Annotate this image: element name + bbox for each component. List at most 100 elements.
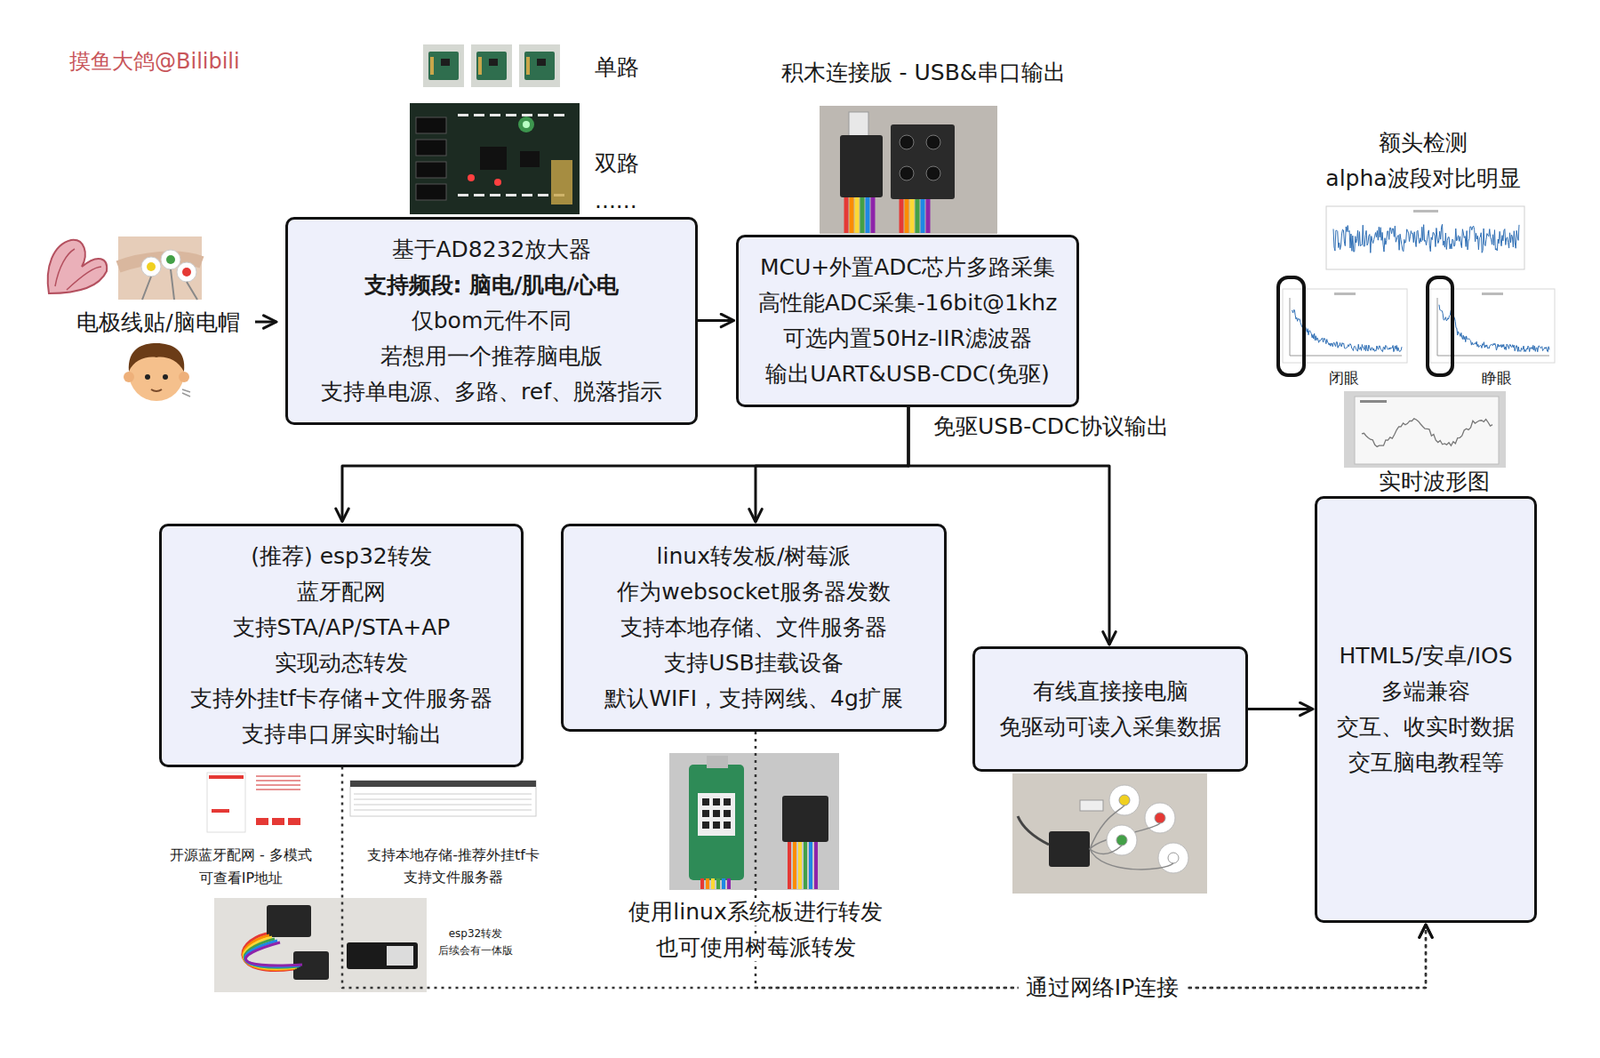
box-text: 有线直接接电脑: [1032, 673, 1189, 710]
ribbon-wire: [803, 841, 808, 889]
eeg-waveform: [1333, 224, 1520, 253]
box-text: 蓝牙配网: [296, 574, 386, 610]
box-text: 支持单电源、多路、ref、脱落指示: [320, 374, 663, 410]
box-text: 多端兼容: [1381, 673, 1471, 710]
screen-title-mark: [1360, 400, 1387, 403]
process-box: 有线直接接电脑免驱动可读入采集数据: [972, 646, 1248, 772]
qr-mark: [712, 798, 720, 806]
silkscreen-mark: [521, 113, 533, 117]
caption-text: 电极线贴/脑电帽: [73, 308, 242, 336]
caption-text: esp32转发: [446, 927, 506, 941]
process-box: (推荐) esp32转发蓝牙配网支持STA/AP/STA+AP实现动态转发支持外…: [159, 523, 524, 768]
box-text: 若想用一个推荐脑电版: [380, 338, 603, 375]
caption-text: 支持文件服务器: [400, 868, 506, 887]
app-button: [272, 817, 285, 825]
ribbon-wire: [792, 841, 797, 889]
ribbon-wire: [855, 197, 860, 233]
electrode-snap: [146, 262, 156, 272]
qr-mark: [723, 821, 731, 829]
ribbon-wire: [721, 878, 726, 889]
linux-board: [688, 764, 744, 880]
flow-arrow: [697, 319, 735, 322]
electrode-snap: [1116, 834, 1128, 846]
box-text: 支持本地存储、文件服务器: [620, 609, 888, 646]
box-text: linux转发板/树莓派: [656, 538, 852, 575]
process-box: 基于AD8232放大器支持频段: 脑电/肌电/心电仅bom元件不同若想用一个推荐…: [285, 216, 698, 425]
box-text: HTML5/安卓/IOS: [1338, 638, 1512, 674]
ribbon-wire: [245, 942, 303, 966]
caption-text: ......: [592, 186, 640, 215]
photo-background: [1012, 773, 1208, 894]
electrode-snap: [182, 267, 192, 277]
ribbon-wire: [865, 197, 871, 233]
box-text: 默认WIFI，支持网线、4g扩展: [604, 680, 904, 717]
qr-mark: [723, 809, 731, 817]
caption-text: 开源蓝牙配网 - 多模式: [167, 846, 315, 864]
audio-jack: [926, 166, 941, 181]
realtime-waveform: [1361, 418, 1493, 448]
table-row-line: [353, 799, 532, 800]
ribbon-wire: [860, 197, 865, 233]
audio-jack: [416, 117, 447, 134]
box-text: 交互、收实时数据: [1336, 709, 1515, 745]
screen: [1354, 396, 1499, 464]
chart-title-mark: [1413, 209, 1439, 213]
caption-text: 后续会有一体版: [435, 944, 516, 958]
electrode-snap: [1119, 794, 1130, 806]
caption-text: 实时波形图: [1376, 467, 1493, 496]
log-line: [256, 779, 301, 782]
caption-text: 闭眼: [1326, 368, 1362, 388]
head-wires: [182, 389, 191, 397]
flow-arrow: [755, 407, 909, 523]
app-button: [288, 817, 301, 825]
photo-background: [519, 44, 560, 88]
usb-plug: [848, 112, 869, 139]
cable: [1017, 816, 1049, 845]
skin-photo: [118, 236, 202, 300]
electrode-pad: [176, 262, 197, 282]
chip: [536, 58, 546, 66]
usb-plug: [1080, 800, 1104, 811]
input-arrow: [255, 320, 277, 324]
box-text: 交互脑电教程等: [1348, 744, 1504, 781]
head-mouth: [151, 389, 162, 392]
watermark: 摸鱼大鸽@Bilibili: [66, 48, 243, 75]
qr-mark: [723, 798, 731, 806]
electrode-pad: [1158, 842, 1189, 873]
pcb-board: [524, 51, 555, 80]
qr-mark: [702, 821, 710, 829]
ribbon-wire: [727, 878, 731, 889]
electrode-snap: [166, 255, 176, 264]
pcb-board: [476, 51, 507, 80]
caption-text: 积木连接版 - USB&串口输出: [778, 58, 1070, 87]
silkscreen-mark: [553, 113, 565, 117]
electrode-pad: [141, 256, 161, 277]
highlight-bracket: [1427, 277, 1453, 376]
spectrum-line: [1439, 304, 1550, 352]
amp-board: [1048, 831, 1090, 867]
usb-plug: [706, 755, 728, 768]
ribbon-wire: [910, 199, 915, 233]
box-text: 仅bom元件不同: [411, 303, 573, 339]
pcb-board: [428, 51, 459, 80]
ribbon-wire: [849, 197, 855, 233]
silkscreen-mark: [457, 193, 469, 197]
chart-title-mark: [1334, 292, 1356, 296]
photo-background: [1344, 391, 1506, 468]
esp32-board: [346, 942, 418, 969]
adc-board: [840, 135, 883, 198]
table-row-line: [353, 809, 532, 811]
chip: [488, 58, 498, 66]
caption-text: 也可使用树莓派转发: [653, 933, 859, 961]
audio-jack: [416, 184, 447, 200]
photo-background: [423, 44, 464, 88]
head-ear: [123, 371, 135, 383]
silkscreen-mark: [489, 193, 501, 197]
box-text: 高性能ADC采集-16bit@1khz: [758, 285, 1058, 321]
silkscreen-mark: [473, 193, 485, 197]
app-button: [256, 817, 269, 825]
box-text: 支持外挂tf卡存储+文件服务器: [190, 680, 493, 717]
audio-jack: [416, 139, 447, 156]
qr-mark: [712, 821, 720, 829]
